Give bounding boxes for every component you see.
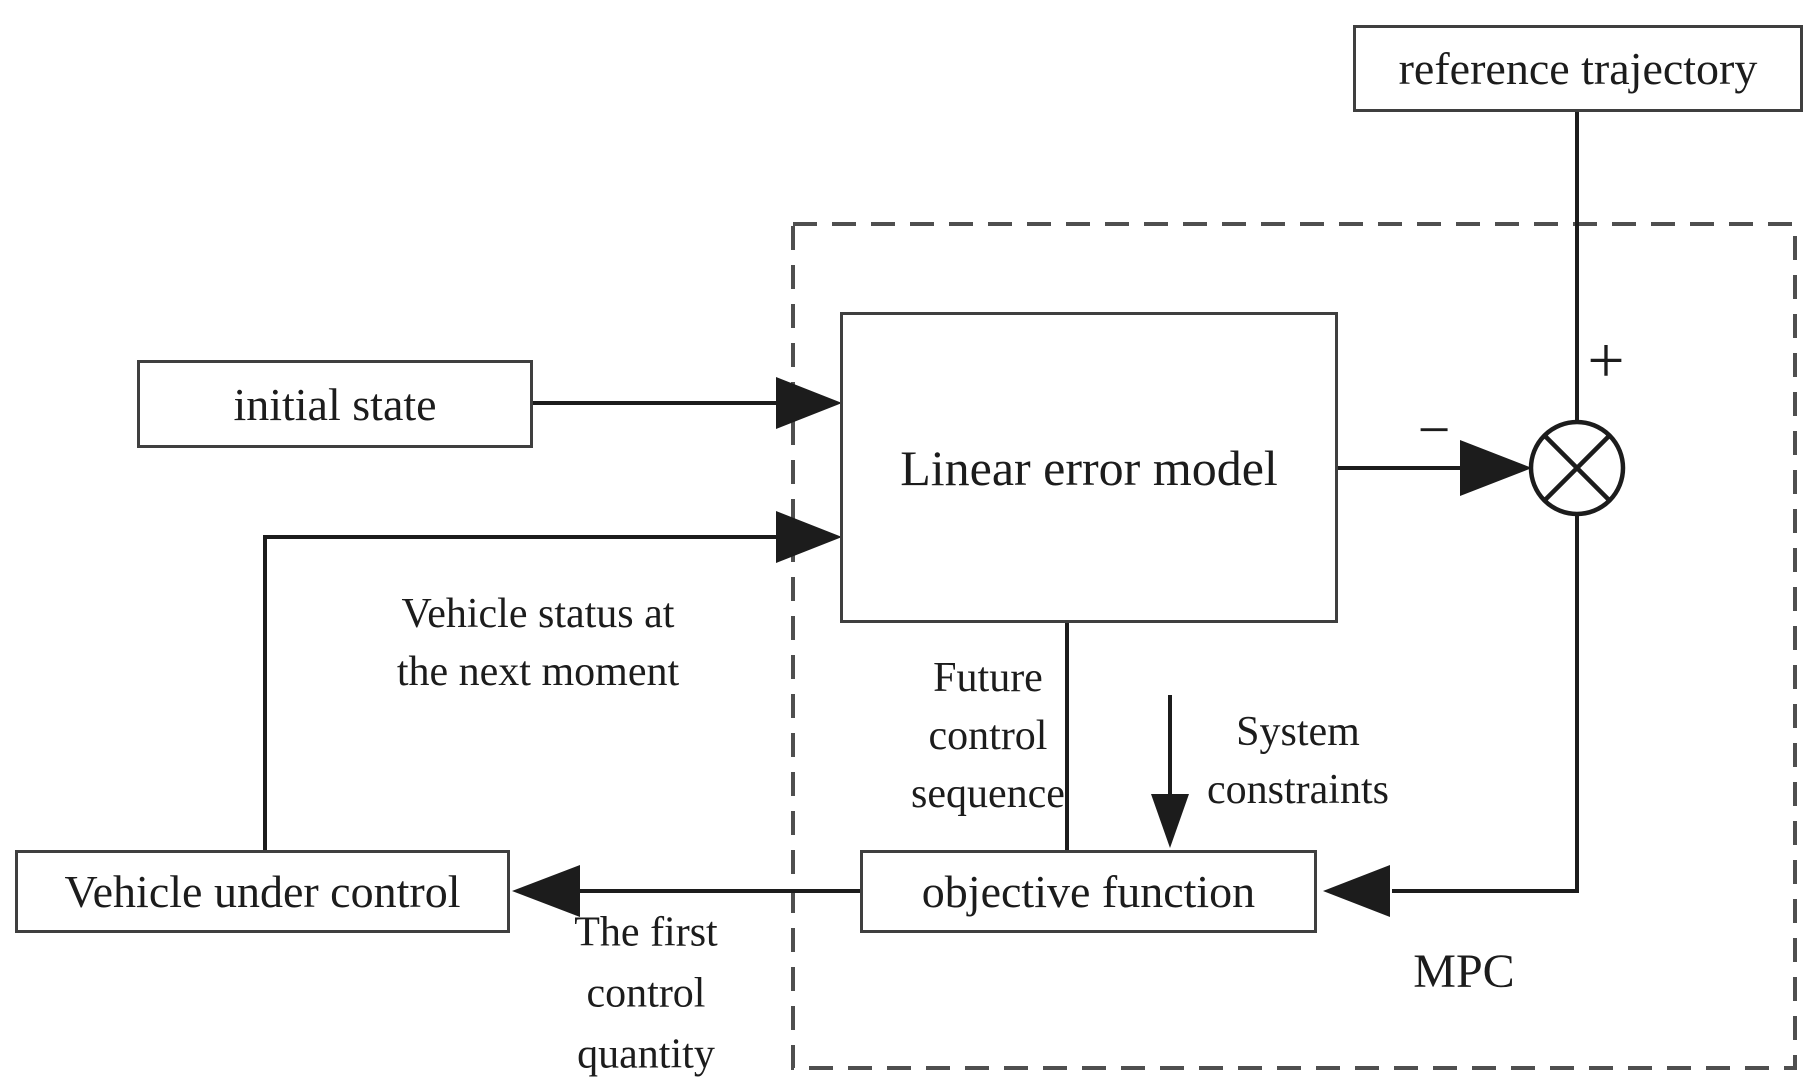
vehicle-under-control-label: Vehicle under control xyxy=(64,866,461,917)
first-control-line-3: quantity xyxy=(577,1031,715,1078)
objective-function-label: objective function xyxy=(921,866,1256,917)
vehicle-status-line-2: the next moment xyxy=(396,649,680,695)
first-control-annotation: The first control quantity xyxy=(574,903,717,1086)
vehicle-feedback-arrowhead xyxy=(776,511,842,563)
first-control-line-1: The first xyxy=(574,909,718,956)
vehicle-feedback-line xyxy=(263,535,778,850)
future-control-annotation: Future control sequence xyxy=(911,649,1065,823)
sum-to-objective-arrowhead xyxy=(1323,865,1390,917)
sum-to-objective-line xyxy=(1392,514,1579,893)
reference-trajectory-label: reference trajectory xyxy=(1398,43,1758,94)
initial-to-model-arrowhead xyxy=(776,377,842,429)
mpc-region-label: MPC xyxy=(1413,945,1515,998)
plus-sign-label: + xyxy=(1587,324,1625,397)
vehicle-status-line-1: Vehicle status at xyxy=(401,591,675,637)
linear-error-model-label: Linear error model xyxy=(900,439,1278,496)
vehicle-status-annotation: Vehicle status at the next moment xyxy=(397,585,679,701)
minus-sign-label: − xyxy=(1417,397,1451,462)
future-control-line-2: control xyxy=(928,713,1048,759)
model-to-sum-arrowhead xyxy=(1460,440,1532,496)
linear-error-model-box: Linear error model xyxy=(840,312,1338,623)
vehicle-under-control-box: Vehicle under control xyxy=(15,850,510,933)
system-constraints-annotation: System constraints xyxy=(1207,703,1389,819)
initial-state-label: initial state xyxy=(233,378,437,430)
system-constraints-arrowhead xyxy=(1151,794,1189,848)
mpc-dashed-boundary xyxy=(791,222,1797,1070)
summing-junction-cross xyxy=(1542,433,1612,503)
system-constraints-line-1: System xyxy=(1236,709,1360,755)
first-control-line-2: control xyxy=(586,970,706,1017)
reference-trajectory-box: reference trajectory xyxy=(1353,25,1803,112)
initial-state-box: initial state xyxy=(137,360,533,448)
system-constraints-line-2: constraints xyxy=(1207,767,1389,813)
future-control-line-3: sequence xyxy=(911,771,1065,817)
objective-function-box: objective function xyxy=(860,850,1317,933)
objective-to-vehicle-arrowhead xyxy=(512,865,580,917)
future-control-line-1: Future xyxy=(933,655,1043,701)
